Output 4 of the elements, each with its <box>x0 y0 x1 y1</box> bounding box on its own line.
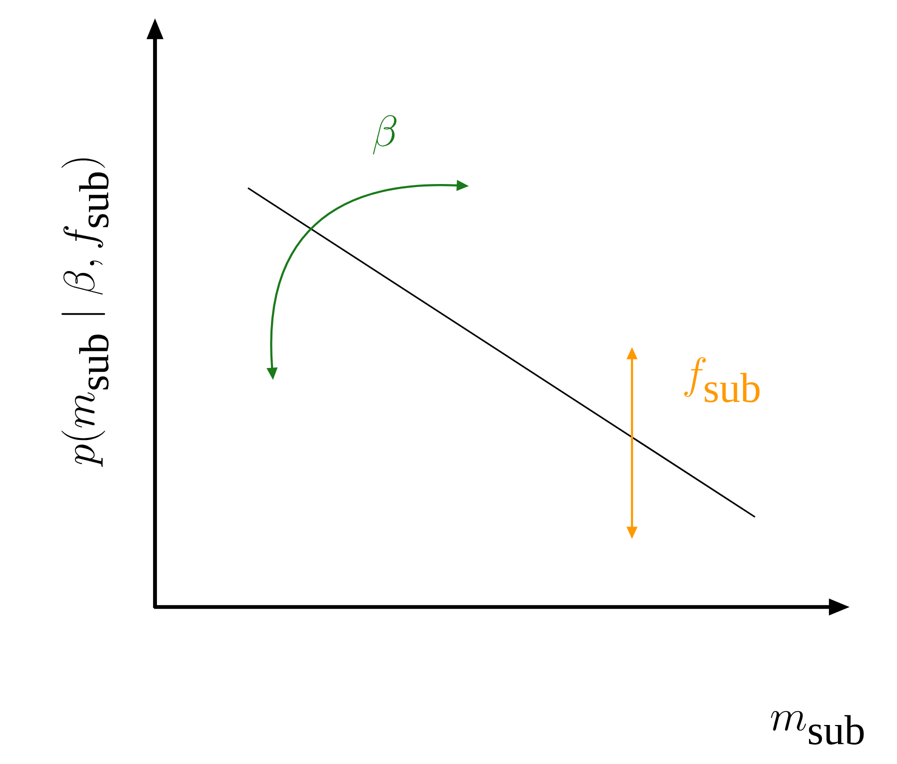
shift-label: $f_{\mathrm{sub}}$ <box>684 357 760 402</box>
rotation-label: $\beta$ <box>372 115 396 154</box>
axis-label: $m_{\mathrm{sub}}$ <box>770 710 864 745</box>
axis-label: $p(m_{\mathrm{sub}} \mid \beta, f_{\mathrm{sub}})$ <box>61 158 109 467</box>
